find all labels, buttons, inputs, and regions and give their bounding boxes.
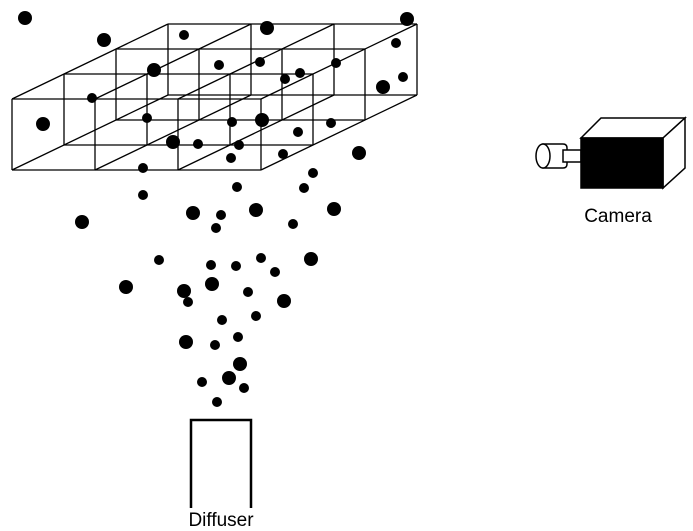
particle	[352, 146, 366, 160]
particle	[142, 113, 152, 123]
particle	[278, 149, 288, 159]
particle	[304, 252, 318, 266]
particle	[177, 284, 191, 298]
grid-line	[11, 23, 169, 100]
particle	[234, 140, 244, 150]
particle-cloud	[18, 11, 414, 407]
particle	[327, 202, 341, 216]
particle	[376, 80, 390, 94]
particle	[308, 168, 318, 178]
particle	[147, 63, 161, 77]
camera-lens-front	[535, 143, 551, 169]
particle	[18, 11, 32, 25]
particle	[179, 335, 193, 349]
particle	[154, 255, 164, 265]
particle	[331, 58, 341, 68]
camera-label: Camera	[584, 206, 652, 227]
diffuser-label: Diffuser	[188, 510, 254, 531]
particle	[97, 33, 111, 47]
camera-body-front	[580, 137, 664, 189]
particle	[216, 210, 226, 220]
particle	[179, 30, 189, 40]
particle	[295, 68, 305, 78]
particle	[214, 60, 224, 70]
particle	[197, 377, 207, 387]
particle	[288, 219, 298, 229]
particle	[270, 267, 280, 277]
particle	[166, 135, 180, 149]
particle	[231, 261, 241, 271]
particle	[217, 315, 227, 325]
particle	[211, 223, 221, 233]
diffuser-icon	[189, 418, 253, 508]
particle	[398, 72, 408, 82]
particle	[227, 117, 237, 127]
particle	[255, 57, 265, 67]
particle	[400, 12, 414, 26]
particle	[87, 93, 97, 103]
grid-line	[94, 94, 252, 171]
particle	[277, 294, 291, 308]
particle	[391, 38, 401, 48]
particle	[193, 139, 203, 149]
particle	[222, 371, 236, 385]
particle	[210, 340, 220, 350]
particle	[186, 206, 200, 220]
particle	[260, 21, 274, 35]
particle	[183, 297, 193, 307]
particle	[280, 74, 290, 84]
particle	[138, 190, 148, 200]
particle	[205, 277, 219, 291]
particle	[233, 332, 243, 342]
grid-line	[11, 94, 169, 171]
particle	[75, 215, 89, 229]
particle	[138, 163, 148, 173]
particle	[251, 311, 261, 321]
particle	[299, 183, 309, 193]
particle	[119, 280, 133, 294]
grid-line	[94, 23, 252, 100]
particle	[212, 397, 222, 407]
particle	[233, 357, 247, 371]
grid-line	[177, 94, 335, 171]
particle	[293, 127, 303, 137]
particle	[36, 117, 50, 131]
particle	[326, 118, 336, 128]
particle	[239, 383, 249, 393]
particle	[232, 182, 242, 192]
particle	[226, 153, 236, 163]
particle	[206, 260, 216, 270]
camera-icon	[535, 116, 687, 190]
particle	[256, 253, 266, 263]
particle	[255, 113, 269, 127]
grid-line	[260, 94, 418, 171]
particle	[249, 203, 263, 217]
camera-lens-ring	[562, 149, 582, 163]
particle	[243, 287, 253, 297]
